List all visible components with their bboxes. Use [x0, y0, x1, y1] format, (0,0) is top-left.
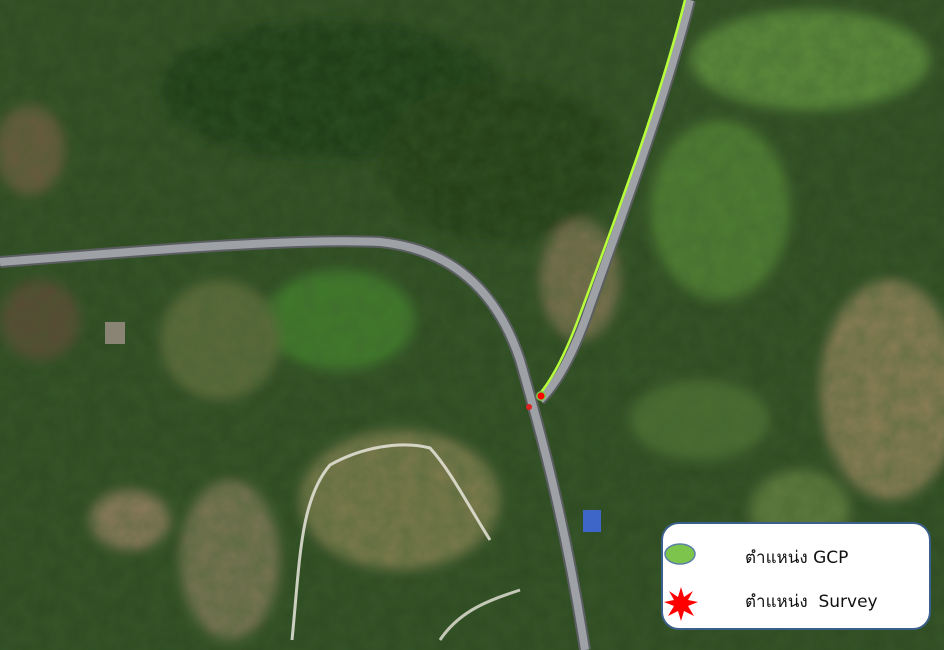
- footpath: [438, 588, 521, 641]
- legend-label-survey: ตำแหน่ง Survey: [745, 591, 878, 612]
- survey-marker: [537, 392, 545, 400]
- map-legend: ตำแหน่ง GCP ตำแหน่ง Survey: [661, 522, 931, 630]
- legend-label-gcp: ตำแหน่ง GCP: [745, 547, 849, 568]
- legend-item-gcp: ตำแหน่ง GCP: [663, 542, 848, 572]
- road-network: [0, 0, 696, 650]
- footpath: [290, 443, 492, 641]
- legend-item-survey: ตำแหน่ง Survey: [663, 586, 878, 621]
- building: [583, 510, 601, 532]
- survey-marker: [526, 404, 532, 410]
- building: [105, 322, 125, 344]
- survey-line: [537, 0, 687, 397]
